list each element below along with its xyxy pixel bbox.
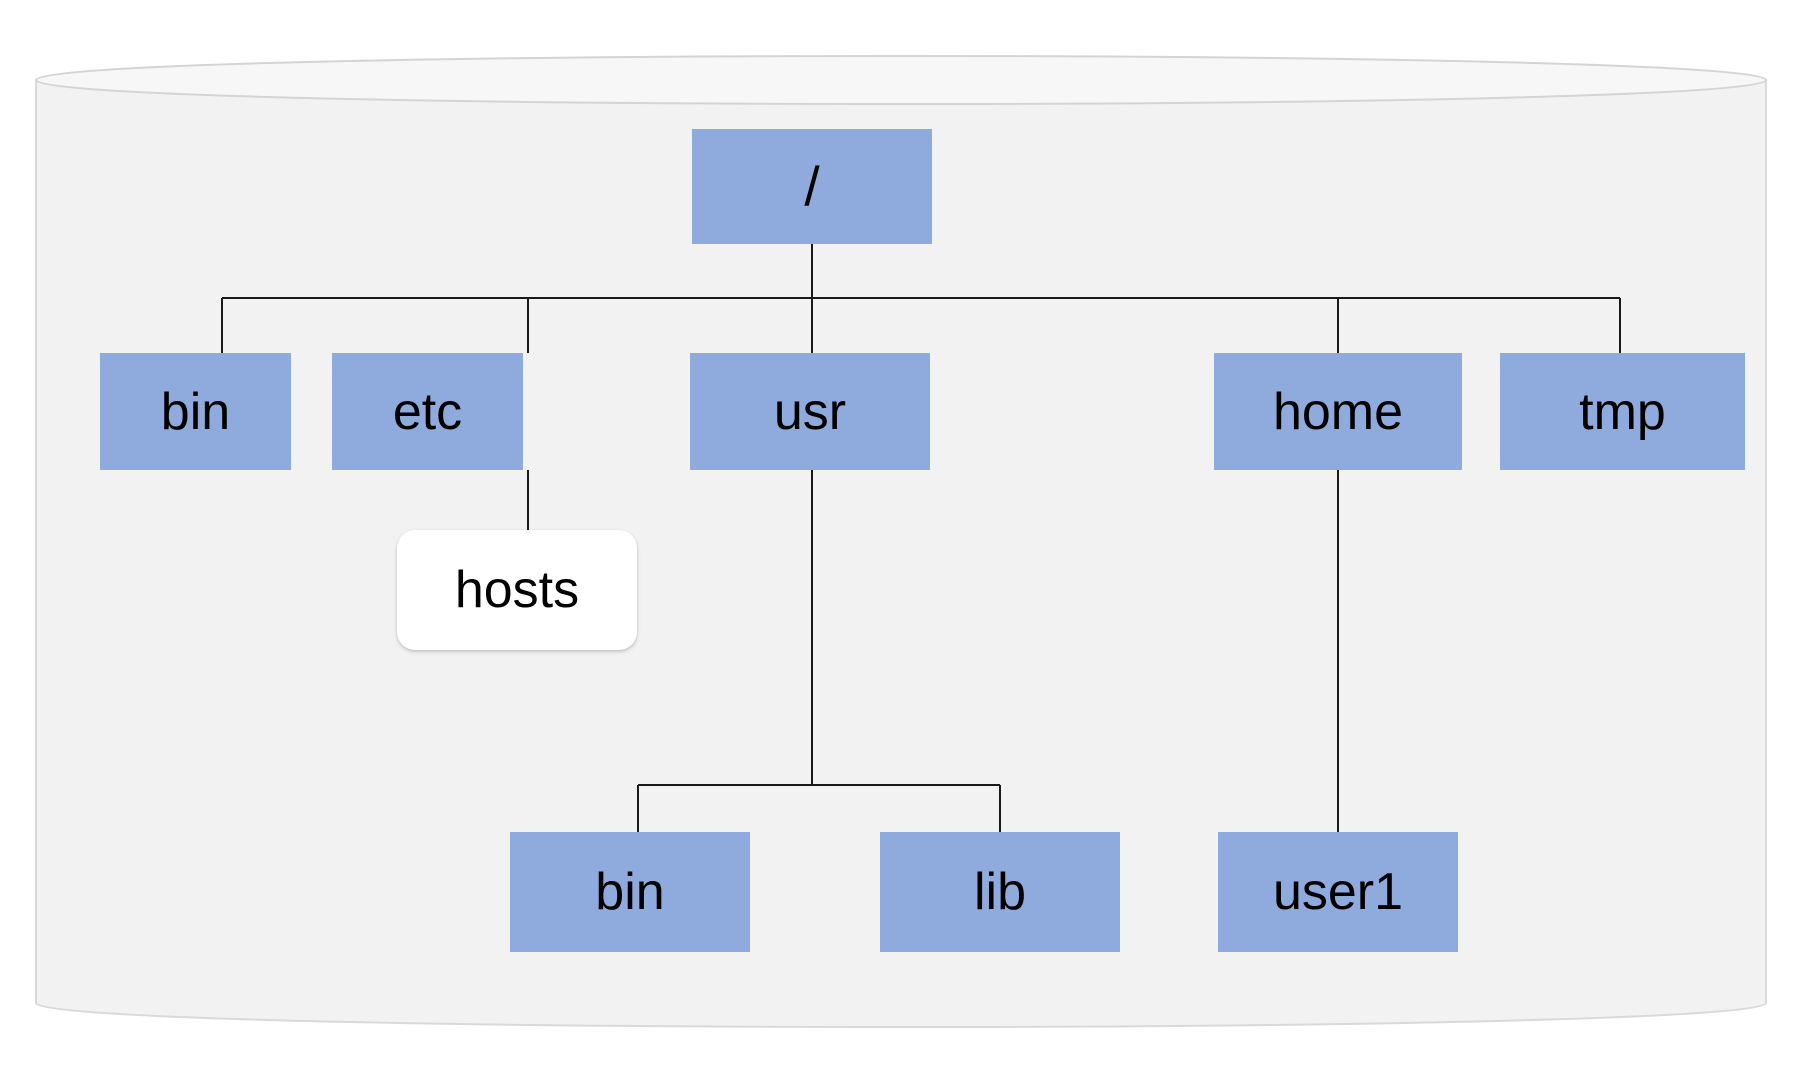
node-bin-label: bin xyxy=(160,382,231,441)
node-tmp[interactable]: tmp xyxy=(1500,353,1745,470)
node-home-label: home xyxy=(1272,382,1404,441)
node-tmp-label: tmp xyxy=(1579,382,1666,441)
node-usr-label: usr xyxy=(773,382,847,441)
node-usr-bin[interactable]: bin xyxy=(510,832,750,952)
node-etc[interactable]: etc xyxy=(332,353,523,470)
node-hosts-label: hosts xyxy=(454,561,580,619)
node-bin[interactable]: bin xyxy=(100,353,291,470)
node-usr-bin-label: bin xyxy=(595,863,665,921)
node-hosts[interactable]: hosts xyxy=(397,530,637,650)
node-usr-lib[interactable]: lib xyxy=(880,832,1120,952)
node-root-label: / xyxy=(804,155,820,217)
node-root[interactable]: / xyxy=(692,129,932,244)
cylinder-body xyxy=(35,79,1767,1028)
node-usr[interactable]: usr xyxy=(690,353,930,470)
cylinder-top-ellipse xyxy=(34,55,1768,105)
node-user1-label: user1 xyxy=(1272,863,1404,921)
node-home[interactable]: home xyxy=(1214,353,1462,470)
node-user1[interactable]: user1 xyxy=(1218,832,1458,952)
node-etc-label: etc xyxy=(392,382,463,441)
node-usr-lib-label: lib xyxy=(973,863,1027,921)
